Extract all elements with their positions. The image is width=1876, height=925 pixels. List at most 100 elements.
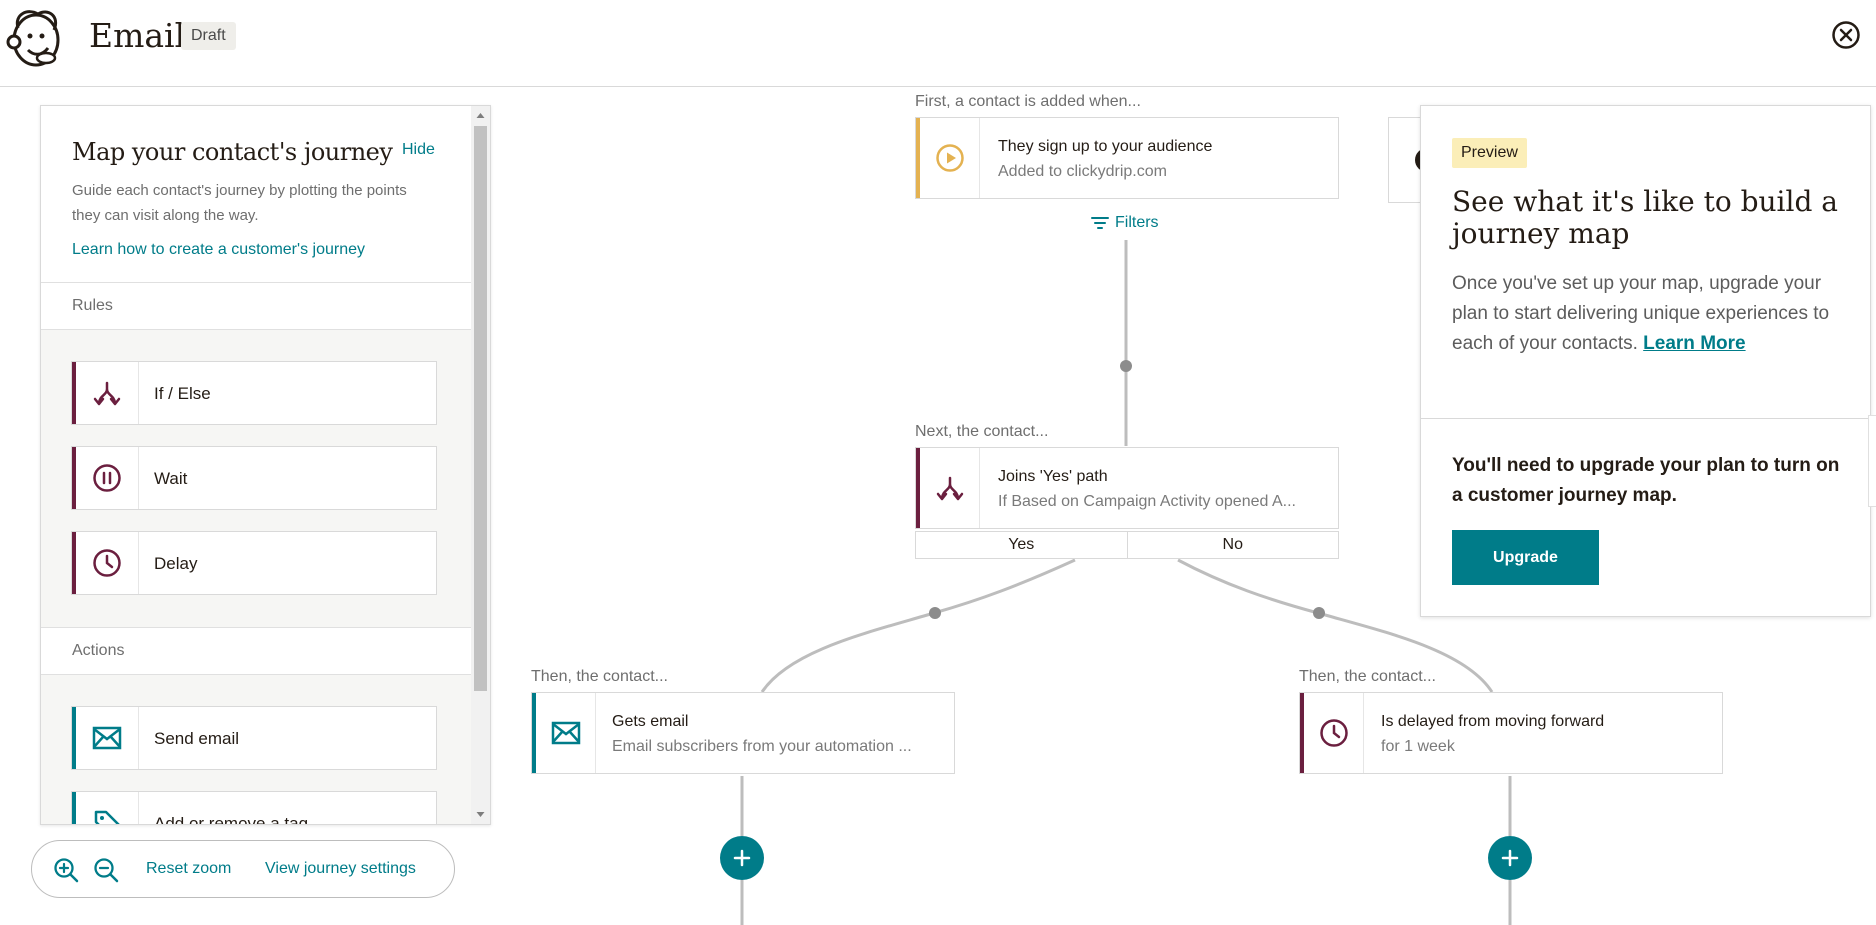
branch-caption: Next, the contact...: [915, 423, 1049, 440]
branch-icon: [93, 381, 121, 406]
journey-settings-button[interactable]: View journey settings: [265, 860, 416, 877]
add-step-dot[interactable]: [929, 607, 941, 619]
app-header: Email Draft: [0, 0, 1876, 87]
add-step-dot[interactable]: [1313, 607, 1325, 619]
filters-link[interactable]: Filters: [1091, 214, 1159, 232]
learn-journey-link[interactable]: Learn how to create a customer's journey: [72, 241, 365, 258]
tag-icon: [94, 810, 120, 824]
clock-icon: [93, 549, 121, 577]
rules-heading: Rules: [41, 282, 471, 330]
upgrade-preview-panel: Preview See what it's like to build a jo…: [1420, 105, 1871, 617]
upgrade-button[interactable]: Upgrade: [1452, 530, 1599, 585]
sidebar-title: Map your contact's journey: [72, 138, 393, 166]
trigger-caption: First, a contact is added when...: [915, 93, 1141, 110]
branch-node[interactable]: Joins 'Yes' path If Based on Campaign Ac…: [915, 447, 1339, 529]
branch-subtitle: If Based on Campaign Activity opened A..…: [998, 493, 1296, 510]
actions-heading: Actions: [41, 627, 471, 675]
trigger-subtitle: Added to clickydrip.com: [998, 163, 1167, 180]
action-send-email[interactable]: Send email: [71, 706, 437, 770]
card-accent: [72, 532, 76, 594]
sidebar-description: Guide each contact's journey by plotting…: [72, 182, 407, 224]
right-step-subtitle: for 1 week: [1381, 738, 1455, 755]
filters-label: Filters: [1115, 214, 1159, 231]
reset-zoom-button[interactable]: Reset zoom: [146, 860, 232, 877]
node-accent: [916, 118, 920, 198]
action-label: Send email: [154, 729, 240, 748]
rule-label: Delay: [154, 554, 198, 573]
sidebar-content: Map your contact's journey Hide Guide ea…: [41, 106, 471, 824]
card-accent: [72, 447, 76, 509]
mailchimp-logo[interactable]: [4, 6, 64, 68]
sidebar-scrollbar[interactable]: [471, 106, 490, 824]
zoom-in-icon[interactable]: [52, 856, 80, 884]
right-step-caption: Then, the contact...: [1299, 668, 1436, 685]
journey-sidebar: Map your contact's journey Hide Guide ea…: [40, 105, 491, 825]
upgrade-warning: You'll need to upgrade your plan to turn…: [1452, 455, 1840, 506]
card-icon-wrap: [76, 362, 139, 424]
actions-heading-label: Actions: [72, 642, 125, 659]
node-accent: [1300, 693, 1304, 773]
hide-button[interactable]: Hide: [402, 141, 435, 158]
preview-body: Once you've set up your map, upgrade you…: [1452, 269, 1842, 359]
node-accent: [916, 448, 920, 528]
node-icon-wrap: [537, 693, 596, 773]
learn-more-link[interactable]: Learn More: [1643, 333, 1746, 354]
scroll-down-icon[interactable]: [475, 809, 486, 820]
scroll-thumb[interactable]: [474, 126, 487, 691]
trigger-title: They sign up to your audience: [998, 138, 1213, 155]
preview-badge: Preview: [1452, 138, 1527, 168]
node-icon-wrap: [921, 118, 980, 198]
node-accent: [532, 693, 536, 773]
preview-body-text: Once you've set up your map, upgrade you…: [1452, 273, 1830, 354]
right-step-title: Is delayed from moving forward: [1381, 713, 1605, 730]
add-step-button[interactable]: [720, 836, 764, 880]
filter-lines-icon: [1091, 217, 1109, 229]
plus-icon: [1501, 849, 1519, 867]
zoom-controls: Reset zoom View journey settings: [31, 840, 455, 898]
card-icon-wrap: [76, 447, 139, 509]
left-step-subtitle: Email subscribers from your automation .…: [612, 738, 912, 755]
node-icon-wrap: [921, 448, 980, 528]
no-path-label[interactable]: No: [1126, 532, 1339, 558]
card-accent: [72, 362, 76, 424]
panel-edge: [1868, 415, 1876, 507]
left-step-caption: Then, the contact...: [531, 668, 668, 685]
divider: [1421, 418, 1870, 419]
branch-icon: [936, 476, 964, 501]
play-icon: [936, 144, 964, 172]
card-accent: [72, 792, 76, 824]
add-step-button[interactable]: [1488, 836, 1532, 880]
envelope-icon: [92, 726, 122, 750]
card-icon-wrap: [76, 792, 139, 824]
add-step-dot[interactable]: [1120, 360, 1132, 372]
delay-node[interactable]: Is delayed from moving forward for 1 wee…: [1299, 692, 1723, 774]
envelope-icon: [551, 721, 581, 745]
pause-icon: [93, 464, 121, 492]
card-accent: [72, 707, 76, 769]
rule-wait[interactable]: Wait: [71, 446, 437, 510]
branch-title: Joins 'Yes' path: [998, 468, 1108, 485]
trigger-node[interactable]: They sign up to your audience Added to c…: [915, 117, 1339, 199]
node-icon-wrap: [1305, 693, 1364, 773]
close-icon[interactable]: [1831, 20, 1861, 50]
yes-path-label[interactable]: Yes: [1008, 536, 1035, 553]
branch-paths: Yes No: [915, 531, 1339, 559]
action-tag[interactable]: Add or remove a tag: [71, 791, 437, 825]
rules-group: If / Else Wait: [41, 330, 471, 631]
clock-icon: [1320, 719, 1348, 747]
rule-label: If / Else: [154, 384, 211, 403]
preview-title: See what it's like to build a journey ma…: [1452, 185, 1838, 250]
rule-if-else[interactable]: If / Else: [71, 361, 437, 425]
card-icon-wrap: [76, 532, 139, 594]
zoom-out-icon[interactable]: [92, 856, 120, 884]
rule-label: Wait: [154, 469, 188, 488]
page-title: Email: [89, 16, 186, 55]
actions-group: Send email Add or remove a tag: [41, 675, 471, 824]
scroll-up-icon[interactable]: [475, 110, 486, 121]
left-step-title: Gets email: [612, 713, 689, 730]
rules-heading-label: Rules: [72, 297, 113, 314]
action-label: Add or remove a tag: [154, 814, 309, 825]
card-icon-wrap: [76, 707, 139, 769]
send-email-node[interactable]: Gets email Email subscribers from your a…: [531, 692, 955, 774]
rule-delay[interactable]: Delay: [71, 531, 437, 595]
